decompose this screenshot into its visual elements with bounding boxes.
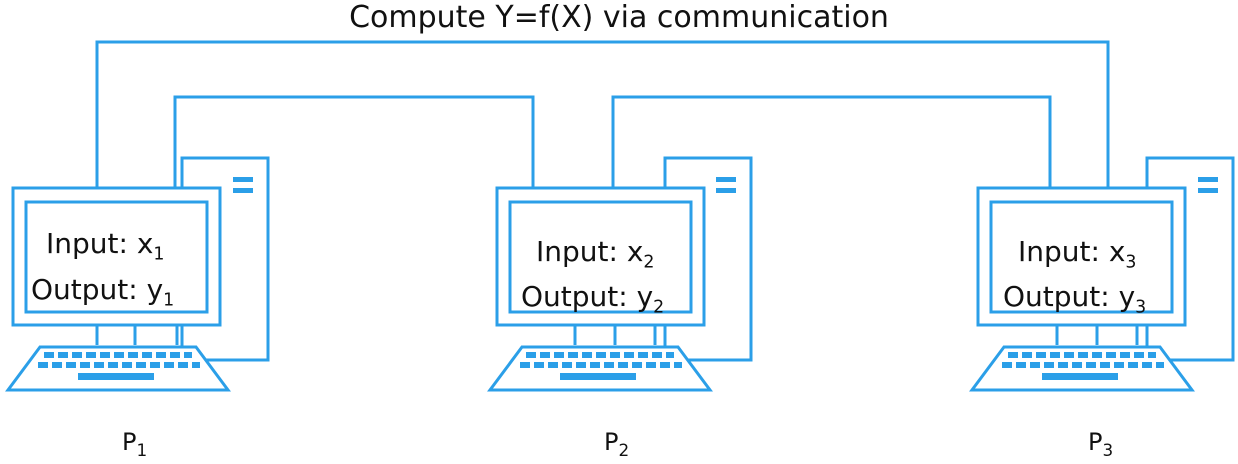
tower-indicator-p1 (233, 177, 253, 182)
tower-indicator-p3 (1198, 188, 1218, 193)
computer-p2 (487, 156, 753, 392)
tower-indicator-p2 (716, 177, 736, 182)
tower-indicator-p1 (233, 188, 253, 193)
communication-diagram (5, 40, 1235, 392)
computer-p1 (5, 156, 270, 392)
input-index-p2: 2 (643, 252, 655, 273)
input-index-p3: 3 (1125, 252, 1137, 273)
party-label-p1: P1 (122, 428, 148, 460)
input-label-p1: Input: x1 (46, 227, 165, 265)
computer-p3 (969, 156, 1235, 392)
link-p1-p3 (95, 40, 1110, 188)
tower-indicator-p3 (1198, 177, 1218, 182)
input-label-p3: Input: x3 (1018, 235, 1137, 273)
screen-p1 (24, 200, 209, 314)
screen-p3 (989, 200, 1174, 314)
output-index-p3: 3 (1135, 297, 1147, 318)
diagram-title: Compute Y=f(X) via communication (349, 0, 889, 35)
keyboard-keys-p1 (38, 352, 200, 380)
input-label-p2: Input: x2 (536, 235, 655, 273)
party-index-p1: 1 (136, 439, 148, 460)
party-index-p2: 2 (618, 439, 630, 460)
output-label-p3: Output: y3 (1003, 280, 1147, 318)
output-label-p1: Output: y1 (31, 273, 175, 311)
link-p2-p3 (611, 95, 1052, 188)
output-label-p2: Output: y2 (521, 280, 665, 318)
output-index-p2: 2 (653, 297, 665, 318)
input-index-p1: 1 (153, 244, 165, 265)
party-label-p3: P3 (1088, 428, 1114, 460)
output-index-p1: 1 (163, 290, 175, 311)
keyboard-keys-p3 (1002, 352, 1164, 380)
tower-indicator-p2 (716, 188, 736, 193)
link-p1-p2 (173, 95, 535, 188)
keyboard-keys-p2 (520, 352, 682, 380)
screen-p2 (508, 200, 693, 314)
party-index-p3: 3 (1102, 439, 1114, 460)
party-label-p2: P2 (604, 428, 630, 460)
